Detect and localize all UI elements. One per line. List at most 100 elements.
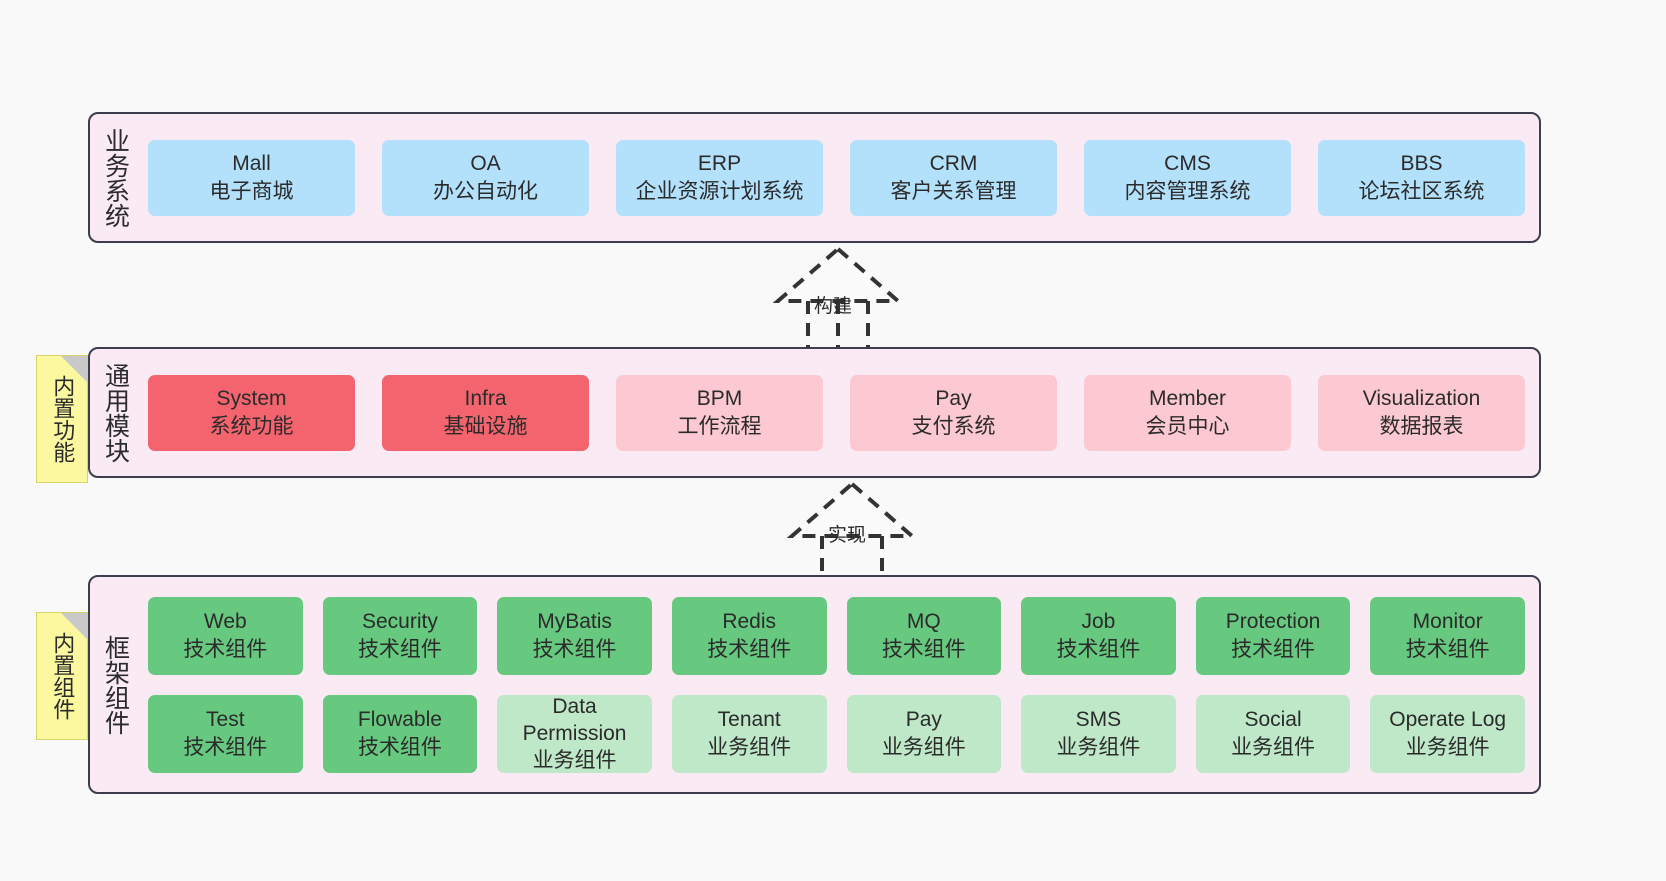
card-title: Flowable <box>357 708 442 732</box>
card-operate-log[interactable]: Operate Log 业务组件 <box>1370 694 1525 773</box>
card-title: Test <box>206 708 245 732</box>
card-title: Job <box>1081 610 1116 634</box>
card-title: Tenant <box>717 708 781 732</box>
card-subtitle: 客户关系管理 <box>890 179 1017 203</box>
card-subtitle: 技术组件 <box>532 637 617 661</box>
card-flowable[interactable]: Flowable 技术组件 <box>322 694 478 773</box>
connector-label-implement: 实现 <box>828 525 867 546</box>
card-tenant[interactable]: Tenant 业务组件 <box>671 694 827 773</box>
card-subtitle: 业务组件 <box>707 735 792 759</box>
card-monitor[interactable]: Monitor 技术组件 <box>1370 596 1525 675</box>
card-bpm[interactable]: BPM 工作流程 <box>616 374 823 451</box>
card-test[interactable]: Test 技术组件 <box>148 694 303 773</box>
card-subtitle: 业务组件 <box>881 735 966 759</box>
card-pay-module[interactable]: Pay 支付系统 <box>850 374 1057 451</box>
card-security[interactable]: Security 技术组件 <box>322 596 478 675</box>
card-title: Data Permission <box>522 694 627 745</box>
card-title: Social <box>1244 708 1302 732</box>
card-row-business: Test 技术组件 Flowable 技术组件 Data Permission … <box>148 694 1525 773</box>
card-title: Pay <box>905 708 942 732</box>
card-title: MyBatis <box>537 610 612 634</box>
card-member[interactable]: Member 会员中心 <box>1084 374 1291 451</box>
card-subtitle: 技术组件 <box>357 735 442 759</box>
card-subtitle: 业务组件 <box>1231 735 1316 759</box>
layer-body-business-system: Mall 电子商城 OA 办公自动化 ERP 企业资源计划系统 CRM 客户关系… <box>140 114 1539 241</box>
card-row: Mall 电子商城 OA 办公自动化 ERP 企业资源计划系统 CRM 客户关系… <box>148 139 1525 216</box>
layer-body-general-modules: System 系统功能 Infra 基础设施 BPM 工作流程 Pay 支付系统… <box>140 349 1539 476</box>
note-builtin-function: 内置功能 <box>36 355 88 483</box>
card-subtitle: 支付系统 <box>911 414 996 438</box>
card-title: System <box>216 387 287 411</box>
card-title: BBS <box>1400 152 1443 176</box>
card-oa[interactable]: OA 办公自动化 <box>382 139 589 216</box>
card-mybatis[interactable]: MyBatis 技术组件 <box>497 596 652 675</box>
card-subtitle: 业务组件 <box>532 749 617 773</box>
card-protection[interactable]: Protection 技术组件 <box>1195 596 1351 675</box>
card-subtitle: 企业资源计划系统 <box>635 179 804 203</box>
layer-general-modules: 通用模块 System 系统功能 Infra 基础设施 BPM 工作流程 Pay… <box>88 347 1541 478</box>
card-subtitle: 系统功能 <box>209 414 294 438</box>
card-mall[interactable]: Mall 电子商城 <box>148 139 355 216</box>
card-system[interactable]: System 系统功能 <box>148 374 355 451</box>
card-subtitle: 会员中心 <box>1145 414 1230 438</box>
card-title: BPM <box>696 387 743 411</box>
card-redis[interactable]: Redis 技术组件 <box>671 596 827 675</box>
card-subtitle: 技术组件 <box>1056 637 1141 661</box>
card-subtitle: 业务组件 <box>1405 735 1490 759</box>
card-title: Infra <box>464 387 507 411</box>
connector-label-build: 构建 <box>814 296 853 317</box>
card-sms[interactable]: SMS 业务组件 <box>1021 694 1176 773</box>
card-title: Monitor <box>1412 610 1483 634</box>
card-subtitle: 数据报表 <box>1379 414 1464 438</box>
card-title: Web <box>203 610 247 634</box>
note-label: 内置功能 <box>50 375 76 463</box>
card-web[interactable]: Web 技术组件 <box>148 596 303 675</box>
card-subtitle: 技术组件 <box>183 735 268 759</box>
card-subtitle: 工作流程 <box>677 414 762 438</box>
card-subtitle: 技术组件 <box>1231 637 1316 661</box>
layer-title-business-system: 业务系统 <box>101 127 130 228</box>
card-bbs[interactable]: BBS 论坛社区系统 <box>1318 139 1525 216</box>
card-infra[interactable]: Infra 基础设施 <box>382 374 589 451</box>
card-subtitle: 技术组件 <box>1405 637 1490 661</box>
card-title: Redis <box>722 610 777 634</box>
card-title: MQ <box>906 610 941 634</box>
card-cms[interactable]: CMS 内容管理系统 <box>1084 139 1291 216</box>
card-pay-component[interactable]: Pay 业务组件 <box>846 694 1002 773</box>
card-title: CMS <box>1164 152 1211 176</box>
card-title: Visualization <box>1362 387 1481 411</box>
card-title: Protection <box>1225 610 1321 634</box>
card-title: Member <box>1148 387 1227 411</box>
card-subtitle: 技术组件 <box>183 637 268 661</box>
layer-business-system: 业务系统 Mall 电子商城 OA 办公自动化 ERP 企业资源计划系统 CRM… <box>88 112 1541 243</box>
note-builtin-component: 内置组件 <box>36 612 88 740</box>
card-subtitle: 技术组件 <box>357 637 442 661</box>
layer-title-framework-components: 框架组件 <box>101 634 130 735</box>
card-job[interactable]: Job 技术组件 <box>1021 596 1176 675</box>
card-social[interactable]: Social 业务组件 <box>1195 694 1351 773</box>
card-subtitle: 内容管理系统 <box>1124 179 1251 203</box>
card-erp[interactable]: ERP 企业资源计划系统 <box>616 139 823 216</box>
card-subtitle: 技术组件 <box>881 637 966 661</box>
card-mq[interactable]: MQ 技术组件 <box>846 596 1002 675</box>
card-row: System 系统功能 Infra 基础设施 BPM 工作流程 Pay 支付系统… <box>148 374 1525 451</box>
layer-body-framework-components: Web 技术组件 Security 技术组件 MyBatis 技术组件 Redi… <box>140 577 1539 792</box>
card-title: CRM <box>929 152 978 176</box>
card-title: SMS <box>1075 708 1122 732</box>
card-subtitle: 电子商城 <box>209 179 294 203</box>
card-data-permission[interactable]: Data Permission 业务组件 <box>497 694 652 773</box>
card-title: Security <box>362 610 438 634</box>
layer-title-general-modules: 通用模块 <box>101 362 130 463</box>
card-subtitle: 技术组件 <box>707 637 792 661</box>
card-title: OA <box>470 152 501 176</box>
card-crm[interactable]: CRM 客户关系管理 <box>850 139 1057 216</box>
card-subtitle: 论坛社区系统 <box>1358 179 1485 203</box>
card-row-tech: Web 技术组件 Security 技术组件 MyBatis 技术组件 Redi… <box>148 596 1525 675</box>
card-subtitle: 基础设施 <box>443 414 528 438</box>
card-title: Mall <box>232 152 271 176</box>
card-visualization[interactable]: Visualization 数据报表 <box>1318 374 1525 451</box>
card-title: Pay <box>935 387 972 411</box>
card-title: Operate Log <box>1389 708 1507 732</box>
note-label: 内置组件 <box>50 632 76 720</box>
